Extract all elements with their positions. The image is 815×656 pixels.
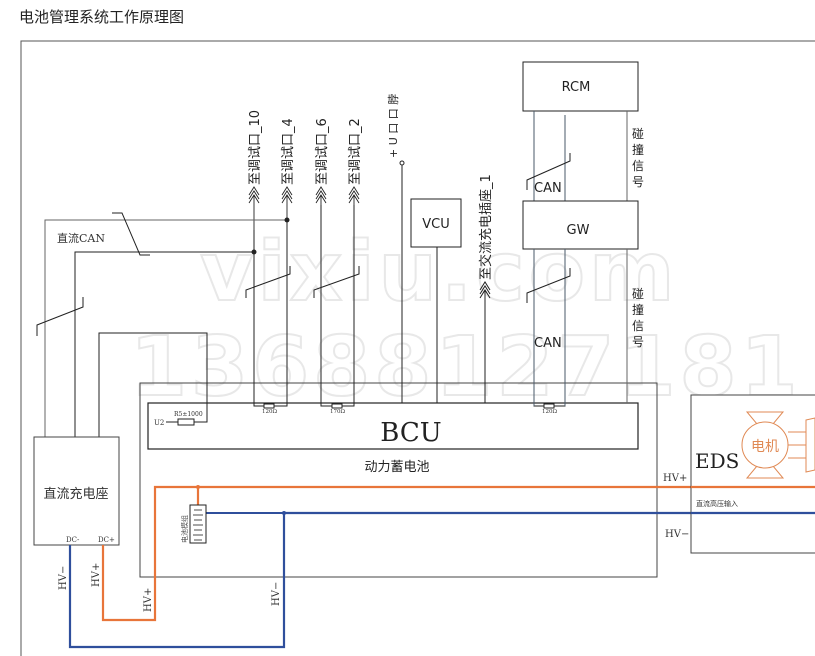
- u2-resistor-label: R5±1000: [174, 411, 203, 418]
- dc-charge-port-box[interactable]: [33, 436, 120, 546]
- hv-plus-charge-label: HV+: [91, 563, 102, 587]
- collision-lower-label: 碰撞信号: [632, 287, 644, 349]
- vcu-label: VCU: [422, 217, 450, 232]
- twist-mark-2: [313, 266, 360, 298]
- u-port-label: + U 口 口 脖: [387, 94, 400, 158]
- resistor-2-label: 170Ω: [330, 409, 345, 415]
- rcm-label: RCM: [562, 80, 591, 95]
- dc-can-twist-left: [36, 297, 84, 336]
- battery-pack-label: 动力蓄电池: [364, 460, 429, 475]
- bcu-box[interactable]: [147, 402, 639, 450]
- motor-label: 电机: [751, 439, 779, 455]
- hv-plus-wire: [101, 485, 815, 622]
- outer-frame: [20, 40, 815, 656]
- dc-plus-label: DC+: [98, 536, 115, 544]
- gw-label: GW: [567, 223, 590, 238]
- resistor-2: [331, 403, 343, 409]
- watermark-line1: vixiu.com: [200, 225, 678, 320]
- debug-port-label-10: 至调试口_10: [248, 110, 263, 185]
- bcu-label: BCU: [380, 418, 441, 448]
- debug-port-arrows: [248, 186, 360, 230]
- junction-dot-1: [284, 217, 290, 223]
- hv-minus-charge-label: HV−: [58, 566, 69, 590]
- eds-box[interactable]: [690, 394, 815, 554]
- can-upper-label: CAN: [534, 181, 562, 196]
- resistor-1-label: 120Ω: [262, 409, 277, 415]
- battery-module-label: 电池模组: [180, 515, 189, 543]
- can-lower-label: CAN: [534, 336, 562, 351]
- dc-can-twist-top: [112, 212, 150, 256]
- can-twist-lower: [526, 268, 571, 303]
- hv-plus-eds-label: HV+: [663, 473, 687, 484]
- resistor-3: [543, 403, 555, 409]
- hv-minus-junction: [282, 511, 286, 515]
- u2-resistor: [177, 418, 195, 426]
- battery-cells-icon: [193, 509, 203, 541]
- debug-port-label-4: 至调试口_4: [281, 118, 296, 185]
- dc-can-label: 直流CAN: [57, 231, 105, 245]
- hv-minus-wire: [68, 511, 815, 649]
- collision-upper-char-1: 碰: [632, 127, 644, 141]
- dc-minus-label: DC-: [66, 536, 80, 544]
- hv-minus-pack-label: HV−: [271, 582, 282, 606]
- rcm-box[interactable]: [522, 61, 639, 112]
- u2-lead: [98, 332, 208, 437]
- watermark-line2: 13688127181: [130, 320, 802, 415]
- hv-plus-junction: [196, 485, 200, 489]
- collision-upper-label: 碰撞信号: [632, 127, 644, 189]
- motor-icon: [741, 411, 815, 479]
- u-port-terminal: [399, 160, 405, 166]
- ac-charge-arrow: [479, 281, 491, 299]
- dc-can-outer: [44, 219, 287, 437]
- eds-label: EDS: [695, 449, 739, 473]
- debug-port-label-2: 至调试口_2: [348, 118, 363, 185]
- junction-dot-2: [251, 249, 257, 255]
- can-twist-upper: [526, 153, 571, 190]
- vcu-box[interactable]: [410, 198, 462, 248]
- ac-charge-label: 至交流充电插座_1: [478, 174, 494, 280]
- resistor-1: [263, 403, 275, 409]
- page-title: 电池管理系统工作原理图: [19, 8, 185, 26]
- battery-pack-frame: [139, 382, 658, 578]
- dc-hv-input-label: 直流高压输入: [696, 499, 738, 508]
- debug-port-label-6: 至调试口_6: [315, 118, 330, 185]
- u2-label: U2: [154, 419, 164, 427]
- dc-can-inner: [74, 251, 254, 437]
- hv-plus-pack-label: HV+: [143, 588, 154, 612]
- gw-box[interactable]: [522, 200, 639, 250]
- hv-minus-eds-label: HV−: [665, 529, 689, 540]
- battery-module[interactable]: [189, 504, 207, 544]
- twist-mark-1: [245, 266, 291, 298]
- resistor-3-label: 120Ω: [542, 409, 557, 415]
- dc-charge-port-label: 直流充电座: [43, 486, 108, 502]
